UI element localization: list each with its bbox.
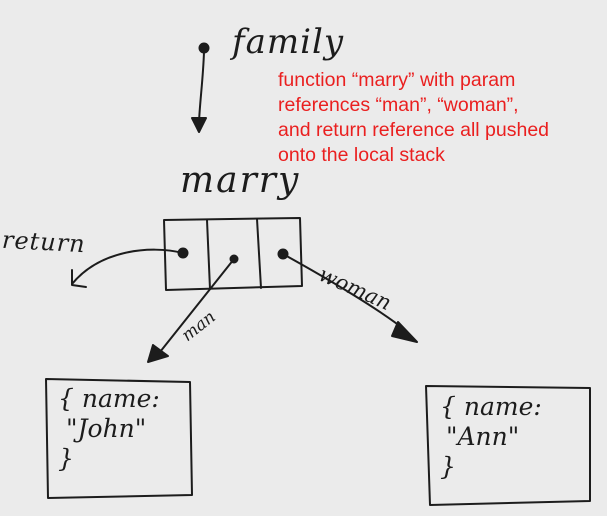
note-line: references “man”, “woman”,: [278, 94, 519, 116]
ann-object-close: }: [440, 452, 456, 481]
john-object-text: { name: "John" }: [58, 384, 160, 474]
note-line: function “marry” with param: [278, 69, 516, 91]
woman-arrow-line: [282, 253, 406, 331]
family-variable-label: family: [232, 22, 345, 62]
john-object-box: [45, 378, 193, 499]
ann-object-text: { name: "Ann" }: [440, 392, 542, 482]
marry-function-label: marry: [180, 160, 301, 201]
note-line: and return reference all pushed: [278, 119, 550, 141]
stack-frame: [163, 217, 303, 291]
john-object-close: }: [58, 444, 74, 473]
return-arrow-line: [71, 248, 184, 285]
john-object-open: { name:: [58, 384, 160, 413]
ann-object-box: [425, 385, 591, 506]
return-slot-label: return: [1, 225, 87, 259]
john-object-value: "John": [66, 414, 147, 443]
man-arrowhead: [147, 344, 169, 363]
note-line: onto the local stack: [278, 144, 445, 166]
family-arrow-line: [198, 51, 205, 123]
ann-object-open: { name:: [440, 392, 542, 421]
return-arrowhead: [71, 269, 87, 288]
man-arrow-line: [159, 258, 235, 353]
ann-object-value: "Ann": [446, 422, 520, 451]
explanation-note: function “marry” with param references “…: [278, 68, 607, 168]
family-arrowhead: [191, 117, 207, 133]
woman-arrowhead: [391, 321, 418, 343]
